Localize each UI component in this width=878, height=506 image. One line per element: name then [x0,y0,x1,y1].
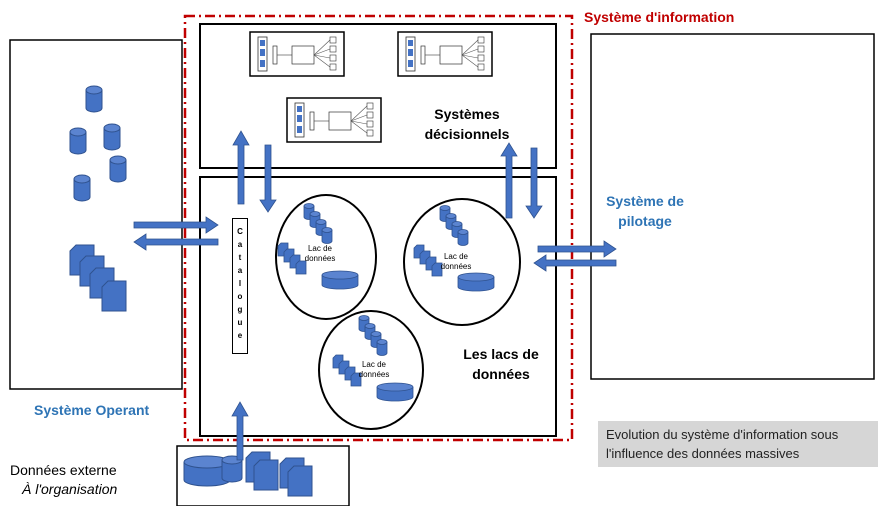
catalogue-letter: t [238,253,242,262]
catalogue-letter: e [237,331,243,340]
caption-note: Evolution du système d'information sous … [598,421,878,467]
catalogue-letter: g [237,305,243,314]
lac-label-1: Lac de données [304,244,336,263]
systeme-information-title: Système d'information [584,9,735,25]
donnees-externe-label: Données externe [10,462,117,478]
catalogue-letter: a [237,266,243,275]
double-arrow-icon [133,130,617,461]
systeme-operant-label: Système Operant [34,402,150,418]
lac-label-3: Lac de données [358,360,390,379]
catalogue-letter: u [237,318,243,327]
systeme-pilotage-label: Système de pilotage [606,193,684,229]
catalogue-box: C a t a l o g u e [232,218,248,354]
systemes-decisionnels-label: Systèmes décisionnels [424,106,510,142]
catalogue-letter: C [237,227,243,236]
lacs-de-donnees-label: Les lacs de données [463,346,539,382]
lac-label-2: Lac de données [440,252,472,271]
catalogue-letter: a [237,240,243,249]
database-cylinder-icon [183,455,243,487]
catalogue-letter: o [237,292,243,301]
lac-circle-2 [403,198,521,326]
catalogue-letter: l [238,279,242,288]
systeme-pilotage-box [590,33,875,380]
a-organisation-label: À l'organisation [22,481,118,497]
